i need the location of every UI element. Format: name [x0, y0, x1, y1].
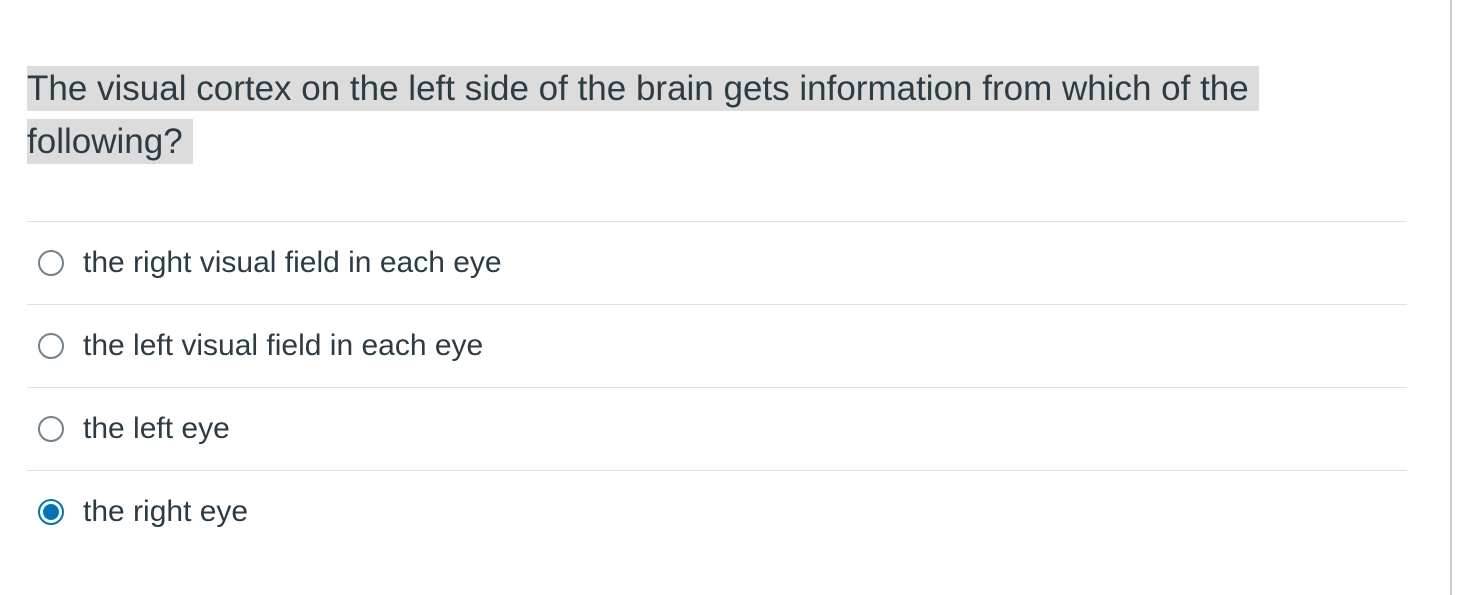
radio-button-1[interactable]	[38, 250, 64, 276]
answer-label-2[interactable]: the left visual field in each eye	[83, 329, 484, 362]
question-highlight: The visual cortex on the left side of th…	[27, 66, 1259, 164]
answer-option-3[interactable]: the left eye	[27, 388, 1407, 471]
answer-option-1[interactable]: the right visual field in each eye	[27, 222, 1407, 305]
radio-button-2[interactable]	[38, 333, 64, 359]
radio-button-4[interactable]	[38, 499, 64, 525]
answer-option-2[interactable]: the left visual field in each eye	[27, 305, 1407, 388]
answer-label-1[interactable]: the right visual field in each eye	[83, 246, 502, 279]
question-text: The visual cortex on the left side of th…	[27, 62, 1287, 168]
answer-option-4[interactable]: the right eye	[27, 471, 1407, 553]
answer-label-4[interactable]: the right eye	[83, 495, 249, 528]
panel-right-border	[1450, 0, 1452, 595]
answer-label-3[interactable]: the left eye	[83, 412, 230, 445]
radio-button-3[interactable]	[38, 416, 64, 442]
answer-list: the right visual field in each eye the l…	[27, 221, 1407, 553]
